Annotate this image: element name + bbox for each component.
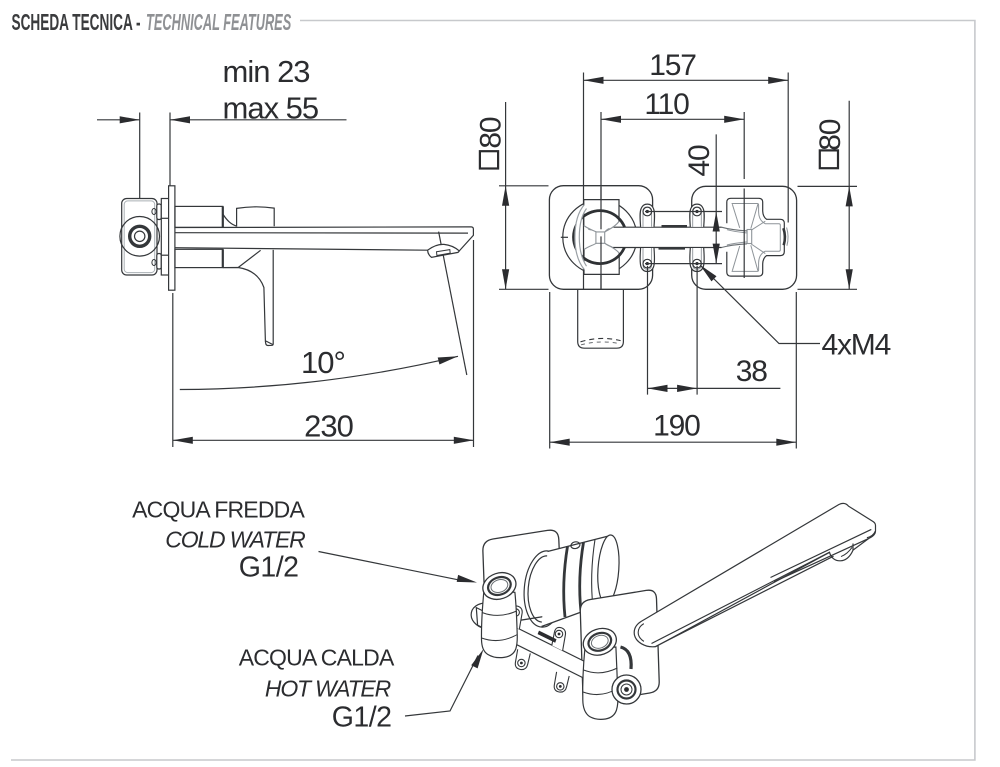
svg-text:max 55: max 55 xyxy=(223,91,319,126)
svg-text:ACQUA CALDA: ACQUA CALDA xyxy=(239,645,395,671)
svg-text:190: 190 xyxy=(653,410,700,443)
svg-text:80: 80 xyxy=(814,119,847,150)
svg-text:ACQUA FREDDA: ACQUA FREDDA xyxy=(132,497,305,523)
svg-text:TECHNICAL FEATURES: TECHNICAL FEATURES xyxy=(146,10,292,36)
svg-text:38: 38 xyxy=(736,355,767,388)
svg-text:40: 40 xyxy=(683,145,716,176)
svg-text:SCHEDA TECNICA -: SCHEDA TECNICA - xyxy=(12,10,141,36)
svg-text:HOT WATER: HOT WATER xyxy=(265,676,391,702)
svg-text:80: 80 xyxy=(475,117,508,148)
svg-text:4xM4: 4xM4 xyxy=(822,329,891,362)
svg-text:157: 157 xyxy=(649,49,696,82)
svg-text:G1/2: G1/2 xyxy=(332,702,392,734)
svg-text:230: 230 xyxy=(304,409,353,444)
svg-text:COLD WATER: COLD WATER xyxy=(165,527,305,553)
svg-text:min 23: min 23 xyxy=(223,54,310,89)
svg-text:10°: 10° xyxy=(301,345,345,380)
svg-text:G1/2: G1/2 xyxy=(239,552,299,584)
svg-text:110: 110 xyxy=(644,88,689,121)
